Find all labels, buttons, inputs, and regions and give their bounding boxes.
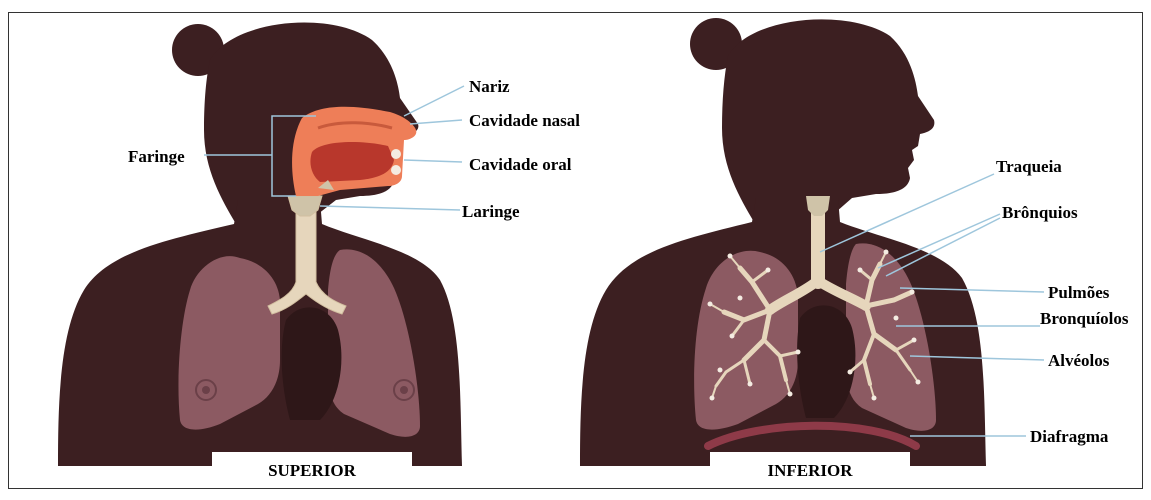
label-traqueia: Traqueia [996,157,1062,176]
label-nariz: Nariz [469,77,510,96]
head-airway [292,107,416,196]
label-diafragma: Diafragma [1030,427,1109,446]
label-alveolos: Alvéolos [1048,351,1110,370]
label-bronquiolos: Bronquíolos [1040,309,1129,328]
label-cavidade-oral: Cavidade oral [469,155,572,174]
caption-superior: SUPERIOR [268,461,357,480]
label-pulmoes: Pulmões [1048,283,1110,302]
caption-inferior: INFERIOR [767,461,853,480]
panel-superior: Nariz Cavidade nasal Cavidade oral Larin… [58,23,580,488]
label-faringe: Faringe [128,147,185,166]
label-laringe: Laringe [462,202,520,221]
label-cavidade-nasal: Cavidade nasal [469,111,580,130]
label-bronquios: Brônquios [1002,203,1078,222]
panel-inferior: Traqueia Brônquios Pulmões Bronquíolos A… [580,18,1129,488]
